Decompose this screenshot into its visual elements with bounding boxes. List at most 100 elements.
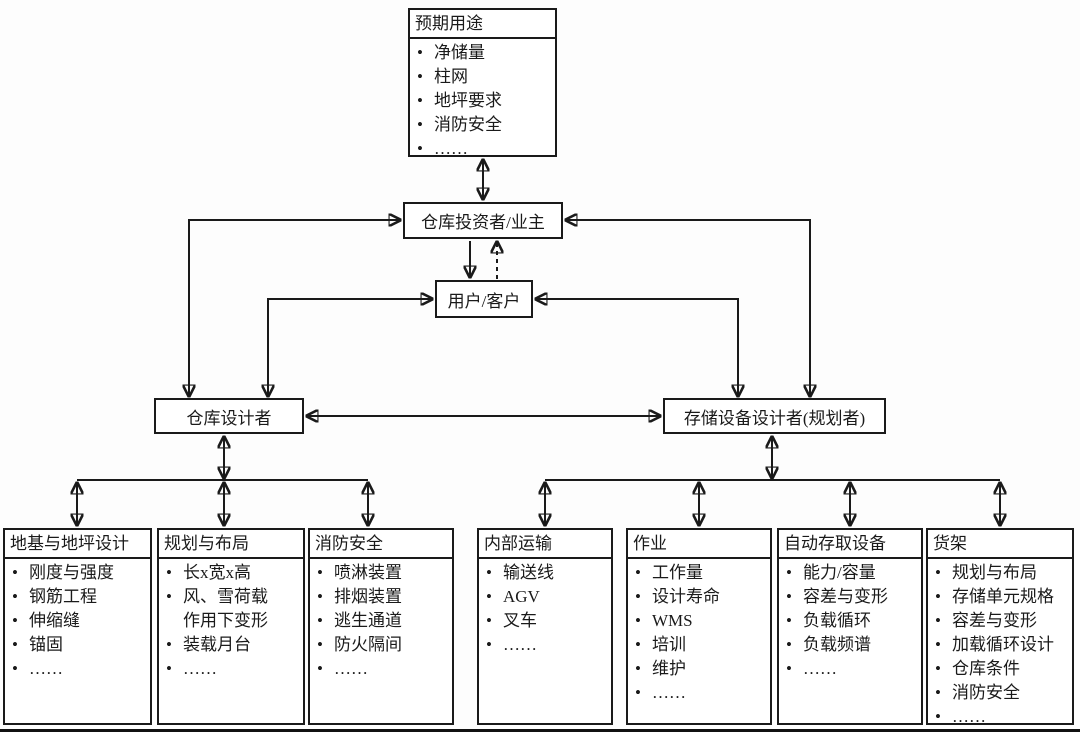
bullet-text: 负载频谱 [803,635,871,654]
box-planning-layout-title: 规划与布局 [159,530,303,559]
box-user-customer-label: 用户/客户 [447,291,521,311]
bullet-text: …… [652,683,686,702]
bullet-item: •喷淋装置 [317,561,450,585]
bullet-text: …… [29,659,63,678]
bullet-text: 钢筋工程 [29,587,97,606]
bullet-text: 地坪要求 [434,91,502,110]
bullet-item: • 叉车 [486,609,609,633]
bullet-dot: • [417,43,423,62]
box-operations-list: •工作量•设计寿命•WMS•培训•维护•…… [628,561,770,705]
bullet-text: 负载循环 [803,611,871,630]
bullet-text: 容差与变形 [952,611,1037,630]
bullet-item: • …… [166,657,301,681]
bullet-text: 能力/容量 [803,563,876,582]
bullet-dot: • [317,587,323,606]
bullet-dot: • [786,659,792,678]
bullet-text: 长x宽x高 [183,563,251,582]
box-intended-use-title: 预期用途 [410,10,555,39]
box-internal-transport-title: 内部运输 [479,530,611,559]
bullet-dot: • [786,587,792,606]
bullet-item: • 加载循环设计 [935,633,1070,657]
bullet-dot: • [635,563,641,582]
box-equipment-designer: 存储设备设计者(规划者) [663,398,886,434]
bullet-dot: • [417,91,423,110]
bullet-item: • 工作量 [635,561,768,585]
bullet-item: •负载循环 [786,609,919,633]
bullet-dot: • [166,635,172,654]
bullet-item: •AGV [486,585,609,609]
bullet-item: •规划与布局 [935,561,1070,585]
bullet-dot: • [486,563,492,582]
box-planning-layout-list: •长x宽x高•风、雪荷载 作用下变形•装载月台•…… [159,561,303,681]
bullet-item: • 地坪要求 [417,89,553,113]
bullet-dot: • [786,563,792,582]
box-intended-use-list: •净储量•柱网•地坪要求•消防安全•…… [410,41,555,161]
bullet-dot: • [635,587,641,606]
bullet-item: • 钢筋工程 [12,585,148,609]
bullet-item: •…… [786,657,919,681]
bullet-text: …… [952,707,986,726]
bullet-dot: • [417,115,423,134]
box-racking-list: •规划与布局•存储单元规格•容差与变形•加载循环设计•仓库条件•消防安全•…… [928,561,1072,729]
bullet-text: AGV [503,587,540,606]
bullet-dot: • [935,635,941,654]
bullet-item: • 能力/容量 [786,561,919,585]
bullet-item: • …… [12,657,148,681]
bullet-dot: • [166,587,172,606]
bullet-text: …… [334,659,368,678]
box-intended-use: 预期用途 •净储量•柱网•地坪要求•消防安全•…… [408,8,557,158]
box-fire-safety-list: •喷淋装置•排烟装置•逃生通道•防火隔间•…… [310,561,452,681]
bullet-item: •仓库条件 [935,657,1070,681]
bullet-item: •WMS [635,609,768,633]
bullet-dot: • [12,587,18,606]
bullet-dot: • [935,659,941,678]
bullet-dot: • [317,611,323,630]
bullet-item: •防火隔间 [317,633,450,657]
box-racking: 货架 •规划与布局•存储单元规格•容差与变形•加载循环设计•仓库条件•消防安全•… [926,528,1074,726]
box-warehouse-designer: 仓库设计者 [154,398,304,434]
box-operations: 作业 •工作量•设计寿命•WMS•培训•维护•…… [626,528,772,725]
bullet-text: 叉车 [503,611,537,630]
bullet-text: …… [183,659,217,678]
bullet-text: 装载月台 [183,635,251,654]
bullet-dot: • [166,659,172,678]
bullet-item: •输送线 [486,561,609,585]
bullet-dot: • [12,659,18,678]
bullet-text: …… [434,139,468,158]
bullet-text: 设计寿命 [652,587,720,606]
bullet-dot: • [417,67,423,86]
bullet-item: •存储单元规格 [935,585,1070,609]
bullet-item: •…… [317,657,450,681]
bullet-item: • 装载月台 [166,633,301,657]
box-operations-title: 作业 [628,530,770,559]
bullet-text: 工作量 [652,563,703,582]
bullet-dot: • [12,563,18,582]
bullet-text: 加载循环设计 [952,635,1054,654]
bullet-text: 容差与变形 [803,587,888,606]
bullet-text: 伸缩缝 [29,611,80,630]
bullet-item: •逃生通道 [317,609,450,633]
box-automatic-storage-equipment-title: 自动存取设备 [779,530,921,559]
bullet-dot: • [486,611,492,630]
bullet-item: •锚固 [12,633,148,657]
box-internal-transport-list: •输送线•AGV•叉车•…… [479,561,611,657]
bullet-text: 刚度与强度 [29,563,114,582]
bullet-dot: • [486,635,492,654]
connector-equipment-designer-user [536,299,738,396]
page-bottom-rule [0,729,1080,732]
bullet-text: …… [503,635,537,654]
box-automatic-storage-equipment: 自动存取设备 •能力/容量•容差与变形•负载循环•负载频谱•…… [777,528,923,725]
bullet-item: •风、雪荷载 作用下变形 [166,585,301,633]
bullet-dot: • [786,635,792,654]
box-planning-layout: 规划与布局 •长x宽x高•风、雪荷载 作用下变形•装载月台•…… [157,528,305,725]
bullet-item: • 容差与变形 [786,585,919,609]
bullet-text: 柱网 [434,67,468,86]
bullet-text: 消防安全 [952,683,1020,702]
bullet-item: • 负载频谱 [786,633,919,657]
bullet-text: 防火隔间 [334,635,402,654]
box-user-customer: 用户/客户 [435,280,533,318]
bullet-dot: • [935,563,941,582]
box-foundation-floor-design: 地基与地坪设计 •刚度与强度•钢筋工程•伸缩缝•锚固•…… [3,528,152,725]
